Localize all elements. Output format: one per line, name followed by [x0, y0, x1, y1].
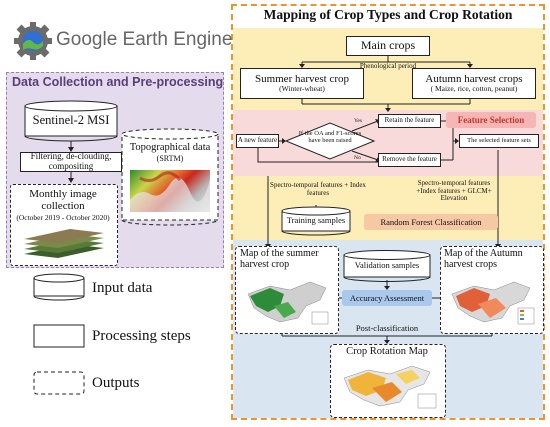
monthly-title: Monthly image collection — [29, 188, 97, 213]
summer-box: Summer harvest crop (Winter-wheat) — [240, 68, 364, 99]
rotation-map-title: Crop Rotation Map — [346, 346, 428, 357]
validation-cylinder — [343, 250, 431, 282]
new-feature-box: A new feature — [236, 134, 279, 148]
main-crops-label: Main crops — [360, 38, 416, 53]
gear-icon — [14, 22, 52, 60]
summer-title: Summer harvest crop — [254, 73, 350, 86]
selected-sets-box: The selected feature sets — [459, 134, 539, 148]
rotation-map-image — [336, 360, 440, 412]
monthly-image-stack — [18, 226, 110, 262]
topo-title: Topographical data — [129, 142, 211, 153]
new-feature-label: A new feature — [237, 136, 278, 145]
accuracy-label: Accuracy Assessment — [349, 293, 425, 303]
phenological-label: Phenological period — [359, 62, 417, 70]
summer-map-svg — [247, 281, 329, 325]
sentinel-cylinder — [24, 100, 118, 142]
feature-selection-badge: Feature Selection — [446, 112, 536, 128]
autumn-box: Autumn harvest crops ( Maize, rice, cott… — [412, 68, 536, 99]
topo-texture — [130, 171, 210, 212]
main-crops-box: Main crops — [346, 36, 430, 56]
decision-label: If the OA and F1-scores have been raised — [298, 130, 362, 145]
summer-sub: (Winter-wheat) — [279, 84, 325, 94]
post-classification-label: Post-classification — [355, 323, 419, 333]
retain-label: Retain the feature — [384, 116, 435, 125]
legend-cylinder — [33, 273, 85, 301]
spectro-left-label: Spectro-temporal features + Index featur… — [270, 181, 366, 197]
retain-box: Retain the feature — [378, 114, 441, 128]
validation-label: Validation samples — [354, 260, 420, 270]
monthly-sub: (October 2019 - October 2020) — [16, 213, 110, 222]
filtering-box: Filtering, de-clouding, compositing — [20, 151, 122, 172]
gee-logo — [14, 22, 52, 60]
topo-sub: (SRTM) — [156, 154, 184, 163]
right-panel-title: Mapping of Crop Types and Crop Rotation — [263, 7, 513, 22]
topo-dem-image — [130, 170, 210, 212]
sentinel-label: Sentinel-2 MSI — [32, 113, 110, 127]
no-label: No — [354, 155, 361, 161]
rf-badge: Random Forest Classification — [364, 214, 498, 230]
spectro-right-label: Spectro-temporal features +Index feature… — [416, 179, 492, 203]
selected-sets-label: The selected feature sets — [467, 137, 531, 145]
legend-dashed-rect — [33, 371, 85, 395]
autumn-map-svg — [451, 281, 535, 325]
yes-label: Yes — [354, 118, 363, 124]
training-label: Training samples — [286, 215, 346, 225]
legend-processing-label: Processing steps — [92, 328, 191, 344]
legend-outputs-label: Outputs — [92, 375, 140, 391]
remove-box: Remove the feature — [378, 153, 441, 167]
remove-label: Remove the feature — [382, 155, 437, 164]
autumn-title: Autumn harvest crops — [425, 73, 523, 86]
feature-selection-label: Feature Selection — [457, 115, 525, 125]
logo-text: Google Earth Engine — [56, 29, 233, 50]
training-cylinder — [281, 206, 351, 236]
accuracy-badge: Accuracy Assessment — [342, 290, 432, 306]
autumn-map-image — [444, 276, 538, 328]
filtering-label: Filtering, de-clouding, compositing — [30, 151, 112, 171]
legend-rect — [33, 324, 85, 348]
right-panel-border — [231, 4, 545, 420]
rotation-map-svg — [343, 365, 437, 409]
autumn-map-title: Map of the Autumn harvest crops — [444, 248, 523, 270]
summer-map-title: Map of the summer harvest crop — [240, 248, 319, 270]
summer-map-image — [240, 276, 332, 328]
autumn-sub: ( Maize, rice, cotton, peanut) — [430, 84, 518, 94]
left-panel-title: Data Collection and Pre-processing — [12, 75, 224, 89]
rf-label: Random Forest Classification — [380, 217, 482, 227]
image-stack — [24, 229, 104, 258]
legend-input-label: Input data — [92, 280, 153, 296]
